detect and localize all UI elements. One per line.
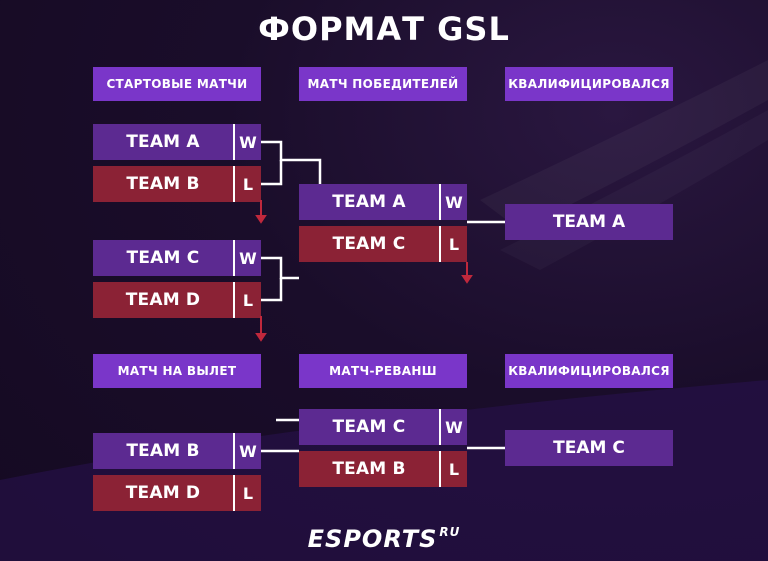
result-badge: L [439, 226, 467, 262]
header-decider-match: МАТЧ-РЕВАНШ [299, 354, 467, 388]
elimination-match-team-1: TEAM B W [93, 433, 261, 469]
result-badge: W [439, 184, 467, 220]
logo-main: ESPORTS [307, 525, 438, 553]
decider-match-team-2: TEAM B L [299, 451, 467, 487]
header-opening-matches: СТАРТОВЫЕ МАТЧИ [93, 67, 261, 101]
header-qualified-top: КВАЛИФИЦИРОВАЛСЯ [505, 67, 673, 101]
result-badge: L [233, 475, 261, 511]
elimination-match-team-2: TEAM D L [93, 475, 261, 511]
winners-match-team-2: TEAM C L [299, 226, 467, 262]
qualified-bottom-team: TEAM C [505, 430, 673, 466]
result-badge: L [233, 166, 261, 202]
result-badge: W [439, 409, 467, 445]
team-name: TEAM A [332, 192, 406, 212]
result-badge: W [233, 240, 261, 276]
header-qualified-bottom: КВАЛИФИЦИРОВАЛСЯ [505, 354, 673, 388]
team-name: TEAM B [332, 459, 406, 479]
logo-sup: RU [439, 525, 461, 539]
opening-match-2-team-1: TEAM C W [93, 240, 261, 276]
team-name: TEAM B [126, 174, 200, 194]
header-elimination-match: МАТЧ НА ВЫЛЕТ [93, 354, 261, 388]
result-badge: L [439, 451, 467, 487]
opening-match-2-team-2: TEAM D L [93, 282, 261, 318]
team-name: TEAM B [126, 441, 200, 461]
team-name: TEAM D [125, 290, 201, 310]
opening-match-1-team-2: TEAM B L [93, 166, 261, 202]
team-name: TEAM C [332, 234, 406, 254]
result-badge: W [233, 433, 261, 469]
team-name: TEAM A [126, 132, 200, 152]
result-badge: L [233, 282, 261, 318]
qualified-top-team: TEAM A [505, 204, 673, 240]
header-winners-match: МАТЧ ПОБЕДИТЕЛЕЙ [299, 67, 467, 101]
opening-match-1-team-1: TEAM A W [93, 124, 261, 160]
page-title: ФОРМАТ GSL [258, 10, 510, 48]
team-name: TEAM C [126, 248, 200, 268]
team-name: TEAM C [332, 417, 406, 437]
result-badge: W [233, 124, 261, 160]
team-name: TEAM D [125, 483, 201, 503]
decider-match-team-1: TEAM C W [299, 409, 467, 445]
winners-match-team-1: TEAM A W [299, 184, 467, 220]
